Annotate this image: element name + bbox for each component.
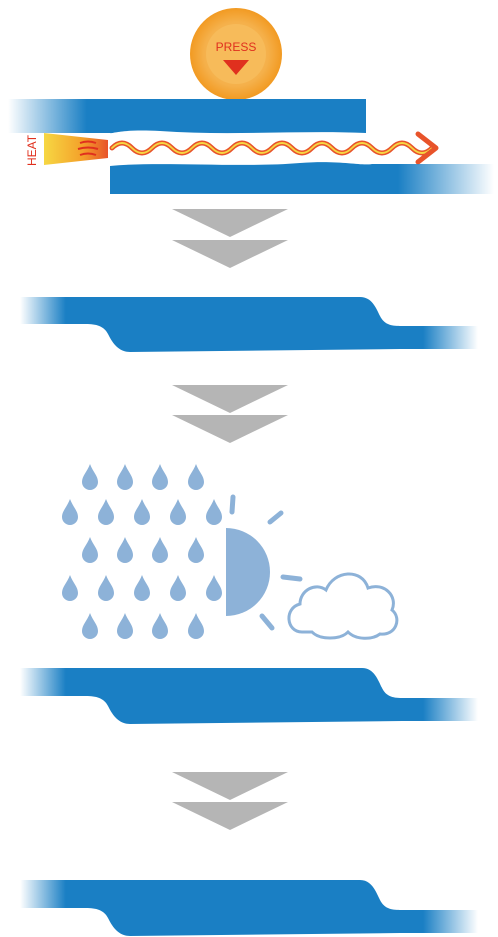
hot-air-wave (112, 134, 436, 162)
rain-drop-icon (82, 537, 98, 563)
rain-drop-icon (170, 499, 186, 525)
heat-nozzle-icon: HEAT (25, 133, 108, 166)
rain-drop-icon (152, 537, 168, 563)
rain-drop-icon (82, 464, 98, 490)
press-roller-icon: PRESS (190, 8, 282, 100)
rain-drops-icon (62, 464, 222, 639)
sun-icon (226, 497, 300, 628)
rain-drop-icon (134, 499, 150, 525)
rain-drop-icon (62, 499, 78, 525)
rain-drop-icon (117, 537, 133, 563)
step-bonding: PRESS HEAT (8, 8, 494, 194)
seam-after-weather (20, 668, 478, 724)
rain-drop-icon (117, 464, 133, 490)
down-chevron-icon (172, 772, 288, 830)
heat-label: HEAT (25, 134, 39, 166)
rain-drop-icon (98, 499, 114, 525)
bonded-seam (20, 297, 478, 352)
rain-drop-icon (206, 575, 222, 601)
rain-drop-icon (206, 499, 222, 525)
rain-drop-icon (62, 575, 78, 601)
rain-drop-icon (170, 575, 186, 601)
press-label: PRESS (216, 40, 257, 54)
down-chevron-icon (172, 209, 288, 268)
upper-sheet (8, 99, 366, 133)
wave-arrowhead-icon (418, 134, 436, 162)
final-seam (20, 880, 478, 936)
down-chevron-icon (172, 385, 288, 443)
rain-drop-icon (188, 537, 204, 563)
lower-sheet (110, 162, 494, 194)
rain-drop-icon (134, 575, 150, 601)
cloud-icon (289, 574, 397, 638)
rain-drop-icon (98, 575, 114, 601)
rain-drop-icon (188, 464, 204, 490)
weather-exposure (62, 464, 397, 639)
rain-drop-icon (152, 464, 168, 490)
rain-drop-icon (82, 613, 98, 639)
rain-drop-icon (117, 613, 133, 639)
rain-drop-icon (188, 613, 204, 639)
rain-drop-icon (152, 613, 168, 639)
